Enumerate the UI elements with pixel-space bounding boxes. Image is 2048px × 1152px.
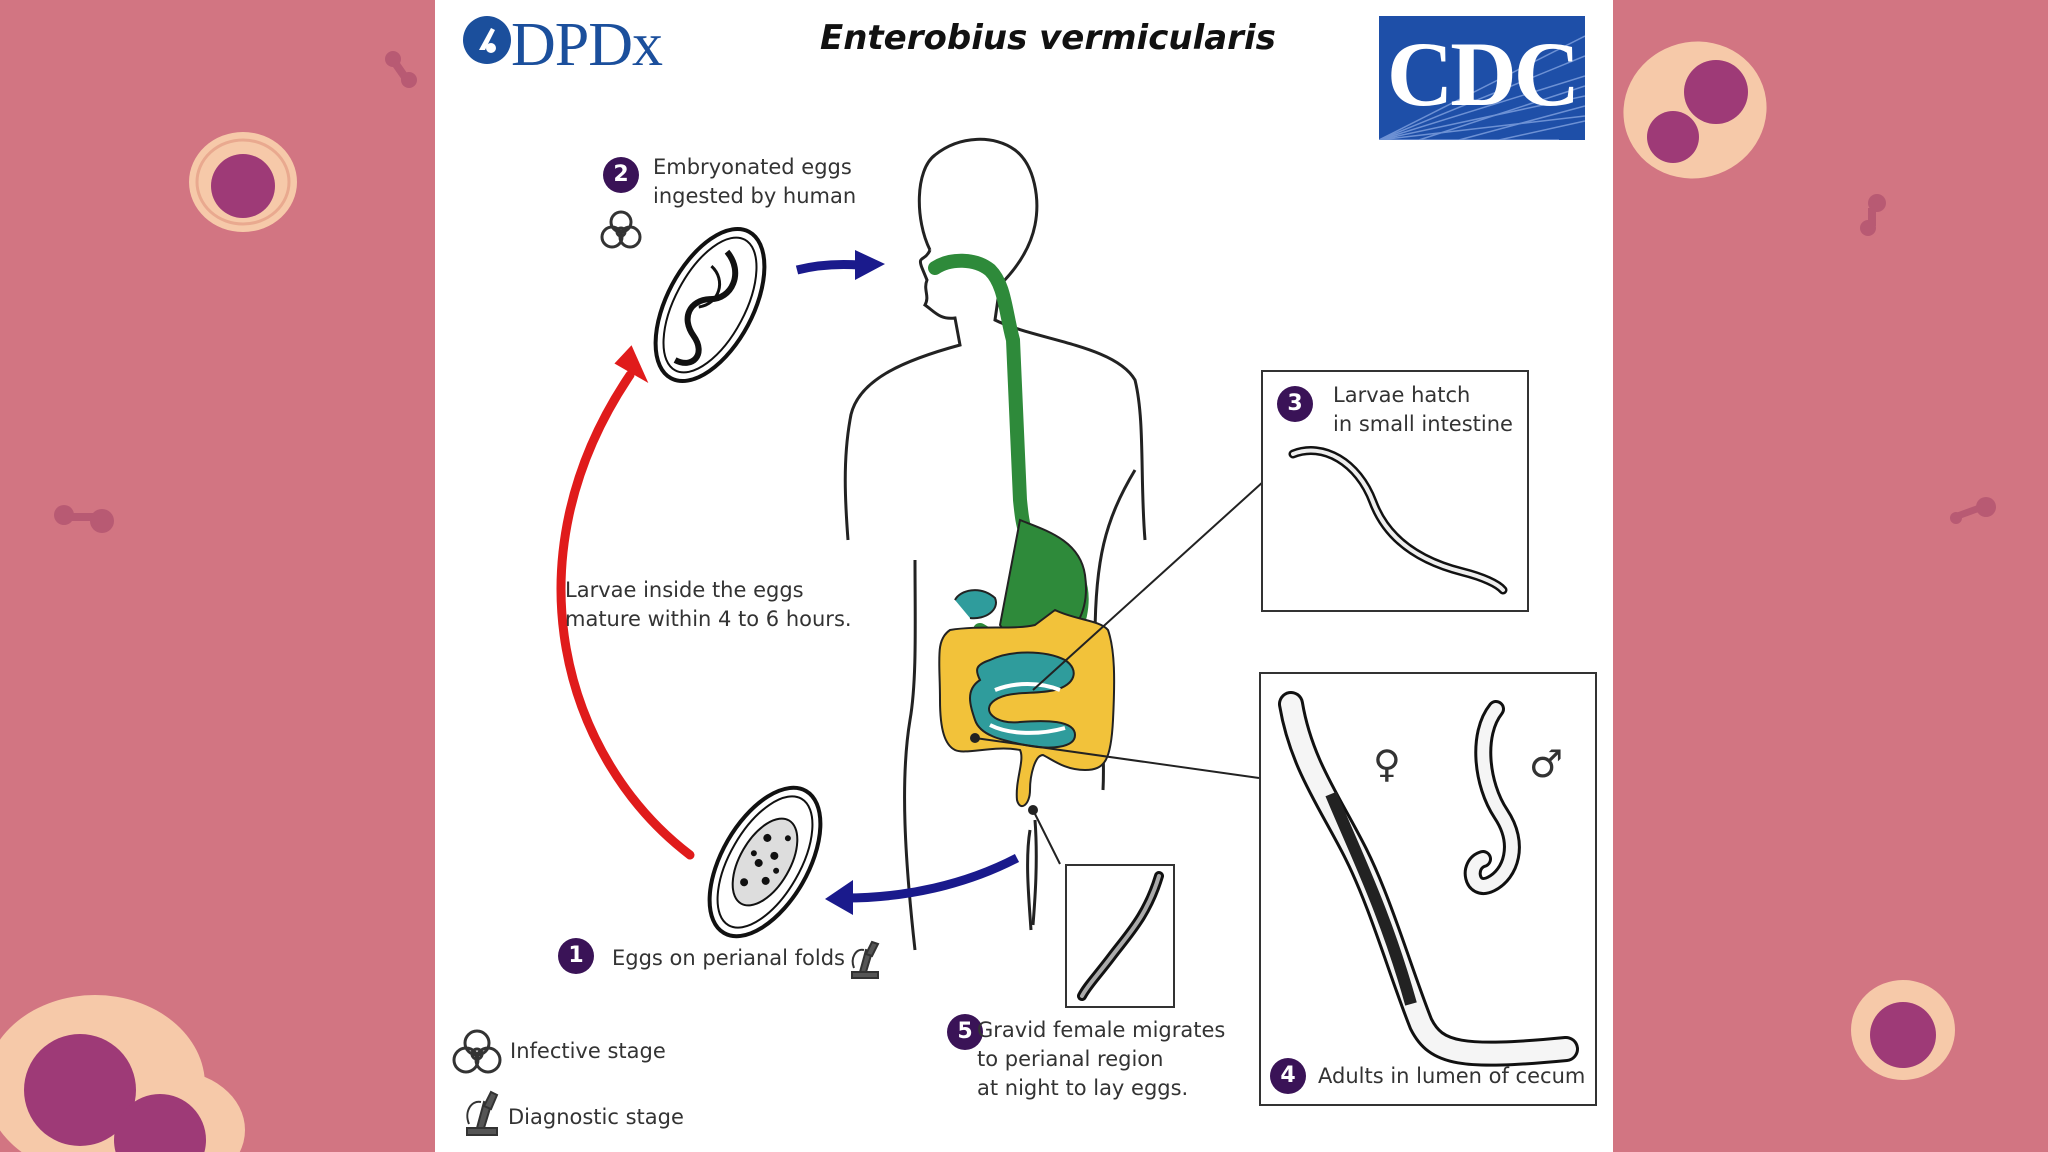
stage-5-box: [1065, 864, 1175, 1008]
lifecycle-illustration: [556, 137, 1265, 979]
stage-2-badge: 2: [603, 157, 639, 193]
female-symbol-icon: ♀: [1373, 742, 1401, 786]
cell-blob-top-right: [1623, 41, 1767, 179]
cell-blob-top-left: [189, 132, 297, 232]
dpdx-logo-icon: [463, 16, 511, 64]
blue-arrow-ingestion: [795, 260, 861, 275]
biohazard-icon-stage2: [600, 210, 642, 249]
cell-blob-bottom-right: [1851, 980, 1955, 1080]
large-intestine: [938, 608, 1116, 808]
stage-1-label: Eggs on perianal folds: [612, 946, 845, 970]
blue-arrow-eggs: [844, 854, 1020, 903]
stage-5-label: Gravid female migrates to perianal regio…: [977, 1018, 1226, 1100]
stage-4-badge: 4: [1270, 1058, 1306, 1094]
stage-4-label: Adults in lumen of cecum: [1318, 1064, 1586, 1088]
dpdx-logo-text: DPDx: [511, 11, 663, 79]
cecum-marker: [970, 733, 980, 743]
duodenum: [954, 589, 997, 620]
cell-blob-bottom-left: [0, 995, 245, 1152]
cdc-logo-rays: [1379, 35, 1585, 140]
red-maturation-arrow: [556, 370, 695, 860]
egg-perianal-illustration: [707, 785, 823, 939]
legend-diagnostic-stage: Diagnostic stage: [508, 1105, 684, 1129]
anus-marker: [1028, 805, 1038, 815]
intestine-highlight-2: [989, 723, 1066, 735]
page-title: Enterobius vermicularis: [820, 18, 1276, 58]
red-arrow-head: [614, 345, 649, 383]
male-symbol-icon: ♂: [1529, 742, 1564, 786]
blue-arrow-head-eggs: [825, 880, 853, 915]
adult-worms-illustration: [1278, 691, 1579, 1067]
stage-3-badge: 3: [1277, 386, 1313, 422]
male-worm: [1463, 700, 1521, 895]
microscope-icon-legend: [466, 1090, 499, 1136]
lifecycle-diagram-panel: DPDx Enterobius vermicularis CDC: [435, 0, 1613, 1152]
biohazard-icon-legend: [452, 1029, 502, 1074]
microscope-icon-stage1: [851, 940, 880, 979]
intestine-highlight: [994, 682, 1061, 692]
legend-infective-stage: Infective stage: [510, 1039, 666, 1063]
cdc-logo-text: CDC: [1386, 23, 1580, 125]
stage-4-box: [1259, 672, 1597, 1106]
stage-5-badge: 5: [947, 1014, 983, 1050]
larva-illustration: [1288, 446, 1508, 595]
gravid-female-illustration: [1077, 871, 1164, 1001]
small-dots: [54, 51, 1996, 533]
female-worm: [1278, 691, 1579, 1067]
stage-2-label: Embryonated eggs ingested by human: [653, 155, 857, 208]
cdc-logo: CDC: [1379, 16, 1585, 140]
pointer-lines: [974, 480, 1265, 865]
blue-arrow-head-ingestion: [855, 250, 885, 280]
egg-embryonated-illustration: [653, 226, 767, 384]
human-body-outline: [843, 137, 1147, 951]
stage-3-label: Larvae hatch in small intestine: [1333, 383, 1513, 436]
stage-1-badge: 1: [558, 938, 594, 974]
maturation-note: Larvae inside the eggs mature within 4 t…: [565, 578, 852, 631]
